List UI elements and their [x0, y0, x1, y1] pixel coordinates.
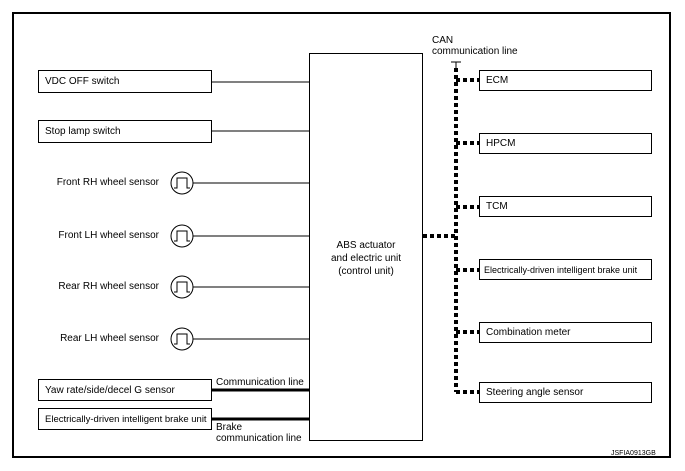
- box-brake-unit-right: Electrically-driven intelligent brake un…: [479, 259, 652, 280]
- label-abs-actuator: ABS actuator and electric unit (control …: [330, 240, 402, 277]
- box-tcm: TCM: [479, 196, 652, 217]
- wheel-sensor-symbol-rear-lh: [170, 327, 194, 351]
- label-combination-meter: Combination meter: [486, 327, 571, 338]
- wheel-sensor-symbol-front-lh: [170, 224, 194, 248]
- box-vdc-off-switch: VDC OFF switch: [38, 70, 212, 93]
- label-front-rh-wheel-sensor: Front RH wheel sensor: [56, 177, 159, 188]
- figure-code: JSFIA0913GB: [611, 450, 656, 457]
- label-front-lh-wheel-sensor: Front LH wheel sensor: [58, 230, 159, 241]
- label-ecm: ECM: [486, 75, 509, 86]
- box-combination-meter: Combination meter: [479, 322, 652, 343]
- label-tcm: TCM: [486, 201, 508, 212]
- box-brake-unit-left: Electrically-driven intelligent brake un…: [38, 408, 212, 430]
- label-hpcm: HPCM: [486, 138, 516, 149]
- label-yaw-rate-sensor: Yaw rate/side/decel G sensor: [45, 384, 175, 396]
- label-can-communication-line: CAN communication line: [432, 35, 518, 57]
- label-brake-unit-right: Electrically-driven intelligent brake un…: [484, 264, 638, 275]
- box-steering-angle-sensor: Steering angle sensor: [479, 382, 652, 403]
- label-steering-angle-sensor: Steering angle sensor: [486, 387, 584, 398]
- wheel-sensor-symbol-front-rh: [170, 171, 194, 195]
- label-rear-lh-wheel-sensor: Rear LH wheel sensor: [60, 333, 159, 344]
- box-yaw-rate-sensor: Yaw rate/side/decel G sensor: [38, 379, 212, 401]
- label-communication-line: Communication line: [216, 377, 304, 388]
- label-stop-lamp-switch: Stop lamp switch: [45, 126, 121, 137]
- box-abs-actuator: ABS actuator and electric unit (control …: [309, 53, 423, 441]
- label-brake-communication-line: Brake communication line: [216, 422, 302, 444]
- label-vdc-off-switch: VDC OFF switch: [45, 76, 120, 87]
- wheel-sensor-symbol-rear-rh: [170, 275, 194, 299]
- label-rear-rh-wheel-sensor: Rear RH wheel sensor: [58, 281, 159, 292]
- box-ecm: ECM: [479, 70, 652, 91]
- diagram-frame: [12, 12, 671, 458]
- box-hpcm: HPCM: [479, 133, 652, 154]
- box-stop-lamp-switch: Stop lamp switch: [38, 120, 212, 143]
- label-brake-unit-left: Electrically-driven intelligent brake un…: [45, 413, 207, 425]
